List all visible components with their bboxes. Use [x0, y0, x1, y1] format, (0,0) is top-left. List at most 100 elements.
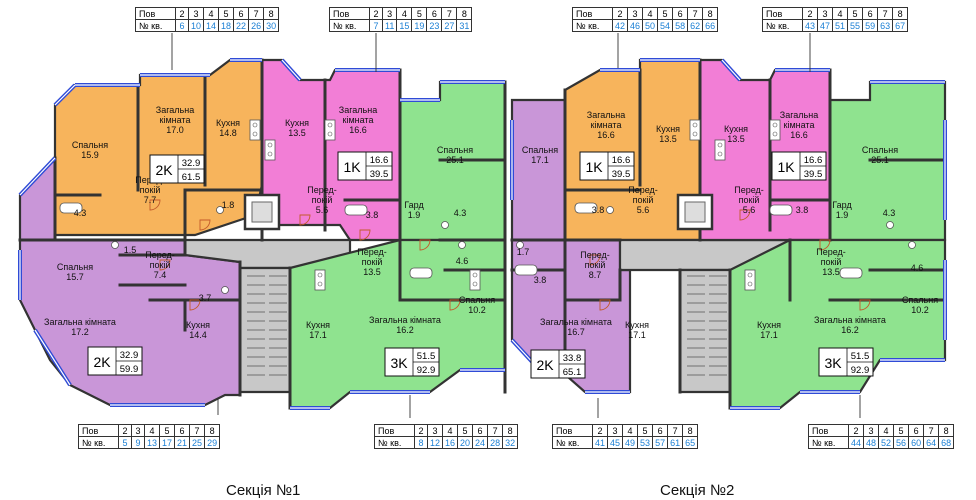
room-label-line: 17.2	[71, 327, 89, 337]
window-glass	[19, 157, 56, 196]
apt-label: № кв.	[552, 436, 593, 449]
room-label-line: 17.1	[531, 155, 549, 165]
stove-icon	[469, 269, 481, 291]
room-label-line: 5.6	[316, 205, 329, 215]
stove-icon	[249, 119, 261, 141]
apt-label: № кв.	[374, 436, 415, 449]
door-arc	[449, 299, 461, 311]
room-label-line: Кухня	[186, 320, 210, 330]
stove-burner	[472, 272, 478, 278]
bathtub	[769, 204, 793, 216]
floor-number: 2	[118, 424, 132, 437]
room-label: 3.8	[366, 210, 379, 220]
floor-label: Пов	[552, 424, 593, 437]
room-label-line: Перед-	[307, 185, 337, 195]
stove-burner	[267, 142, 273, 148]
room-label-line: Загальна	[339, 105, 377, 115]
room-label-line: Загальна кімната	[540, 317, 612, 327]
zone-violet-left-top	[18, 155, 57, 242]
door-arc	[859, 299, 871, 311]
floor-number: 2	[591, 424, 609, 437]
apartment-total-area: 59.9	[120, 364, 139, 375]
floor-number: 4	[622, 424, 639, 437]
room-label-line: кімната	[160, 115, 191, 125]
floor-number: 3	[607, 424, 624, 437]
door-arc	[189, 299, 201, 311]
room-label-line: 16.2	[396, 325, 414, 335]
apartment-number: 55	[847, 19, 864, 32]
floor-number: 2	[414, 424, 428, 437]
floor-number: 3	[187, 7, 205, 20]
room-label-line: 5.6	[743, 205, 756, 215]
stove-icon	[314, 269, 326, 291]
room-label-line: 15.7	[66, 272, 84, 282]
stove-burner	[267, 151, 273, 157]
room-label-line: 4.3	[74, 208, 87, 218]
room-label: 4.3	[74, 208, 87, 218]
floor-number: 8	[682, 424, 699, 437]
stove-burner	[747, 281, 753, 287]
apartment-number: 65	[682, 436, 699, 449]
room-label: 4.6	[456, 256, 469, 266]
floor-number: 5	[218, 7, 235, 20]
stove-body	[469, 269, 481, 291]
floor-number: 4	[878, 424, 895, 437]
apartment-living-area: 51.5	[851, 351, 870, 362]
toilet	[516, 241, 524, 249]
window-glass	[721, 59, 741, 81]
floor-number: 3	[131, 424, 145, 437]
door-arc	[739, 209, 751, 221]
room-label-line: Перед-	[145, 250, 175, 260]
apartment-number: 41	[591, 436, 609, 449]
floor-number: 7	[189, 424, 206, 437]
window-glass	[281, 59, 301, 81]
stove-burner	[772, 131, 778, 137]
room-label-line: Перед-	[357, 247, 387, 257]
stove-icon	[769, 119, 781, 141]
room-label-line: 16.2	[841, 325, 859, 335]
floor-number: 8	[456, 7, 473, 20]
room-label-line: 17.0	[166, 125, 184, 135]
stove-icon	[689, 119, 701, 141]
room-label-line: Кухня	[724, 124, 748, 134]
apartment-number: 18	[218, 19, 235, 32]
floor-number: 4	[832, 7, 849, 20]
floor-number: 6	[174, 424, 191, 437]
apartment-number: 62	[687, 19, 704, 32]
window-glass	[54, 84, 76, 106]
apartment-number: 59	[862, 19, 879, 32]
room-label-line: 13.5	[363, 267, 381, 277]
apartment-number: 67	[892, 19, 909, 32]
apartment-number: 43	[801, 19, 819, 32]
stove-burner	[772, 122, 778, 128]
toilet	[216, 206, 224, 214]
stove-icon	[744, 269, 756, 291]
apartment-living-area: 16.6	[370, 155, 389, 166]
stove-burner	[692, 122, 698, 128]
bathtub	[344, 204, 368, 216]
floor-number: 4	[203, 7, 220, 20]
apartment-number: 61	[667, 436, 684, 449]
apartment-type: 2K	[93, 354, 111, 370]
apartment-number: 14	[203, 19, 220, 32]
room-label-line: Кухня	[625, 320, 649, 330]
room-label-line: покій	[633, 195, 654, 205]
stove-body	[324, 119, 336, 141]
room-label-line: 3.8	[592, 205, 605, 215]
floor-number: 6	[472, 424, 489, 437]
apartment-number: 52	[878, 436, 895, 449]
room-label-line: кімната	[784, 120, 815, 130]
apartment-total-area: 65.1	[563, 367, 582, 378]
room-label-line: 16.6	[790, 130, 808, 140]
